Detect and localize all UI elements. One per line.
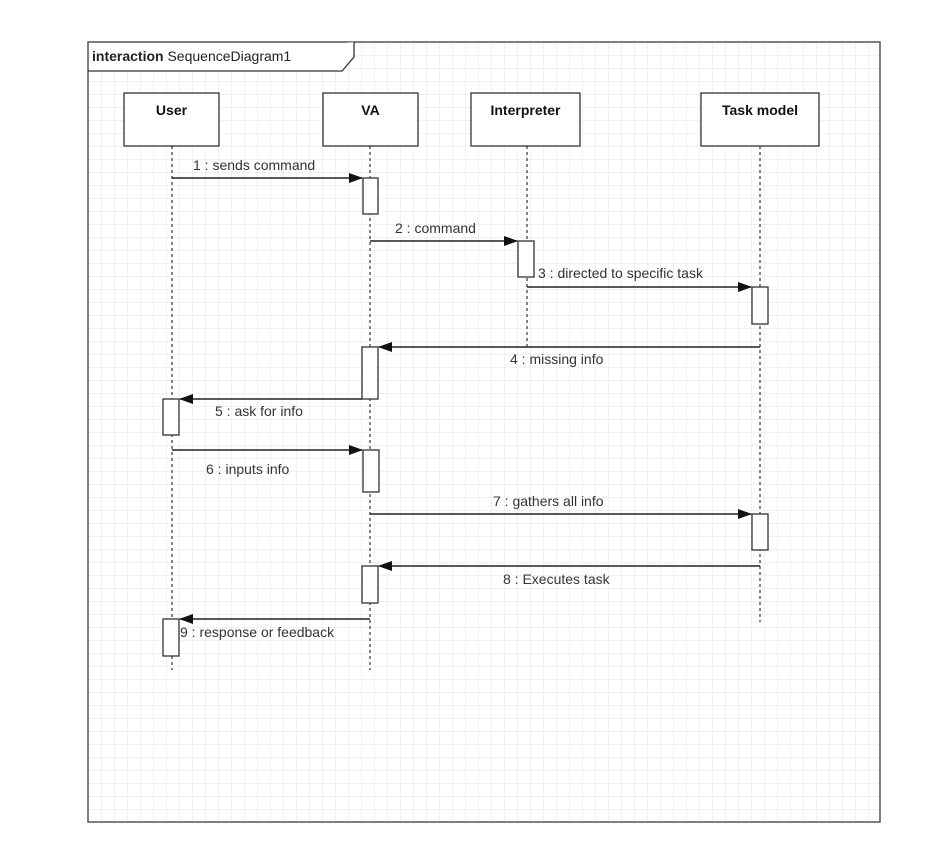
activation-task-model-2 [751, 513, 769, 551]
frame-name: SequenceDiagram1 [167, 48, 291, 64]
message-3[interactable]: 3 : directed to specific task [527, 265, 752, 292]
message-2[interactable]: 2 : command [370, 220, 518, 246]
activation-user-2 [162, 618, 180, 657]
message-5-label: 5 : ask for info [215, 403, 303, 419]
lifeline-interpreter[interactable]: Interpreter [470, 92, 581, 147]
lifeline-va[interactable]: VA [322, 92, 419, 147]
message-8-label: 8 : Executes task [503, 571, 611, 587]
activation-bars [162, 177, 769, 657]
interaction-frame: interaction SequenceDiagram1 [87, 41, 881, 823]
lifeline-user[interactable]: User [123, 92, 220, 147]
frame-label: interaction SequenceDiagram1 [92, 48, 291, 64]
message-1[interactable]: 1 : sends command [172, 157, 363, 183]
message-9-label: 9 : response or feedback [180, 624, 335, 640]
lifeline-va-label: VA [361, 102, 379, 118]
activation-task-model-1 [751, 286, 769, 325]
frame-keyword: interaction [92, 48, 164, 64]
lifeline-task-model-label: Task model [722, 102, 798, 118]
activation-user-1 [162, 398, 180, 436]
activation-interpreter-1 [517, 240, 535, 278]
message-6[interactable]: 6 : inputs info [172, 445, 363, 477]
activation-va-4 [361, 565, 379, 604]
canvas-grid [88, 42, 880, 822]
message-6-label: 6 : inputs info [206, 461, 289, 477]
lifeline-interpreter-label: Interpreter [490, 102, 561, 118]
message-7-label: 7 : gathers all info [493, 493, 604, 509]
lifeline-user-label: User [156, 102, 188, 118]
activation-va-2 [361, 346, 379, 400]
message-4-label: 4 : missing info [510, 351, 604, 367]
message-1-label: 1 : sends command [193, 157, 315, 173]
message-5[interactable]: 5 : ask for info [179, 394, 362, 419]
message-7[interactable]: 7 : gathers all info [370, 493, 752, 519]
message-8[interactable]: 8 : Executes task [378, 561, 760, 587]
message-2-label: 2 : command [395, 220, 476, 236]
message-9[interactable]: 9 : response or feedback [179, 614, 370, 640]
activation-va-3 [362, 449, 380, 493]
message-3-label: 3 : directed to specific task [538, 265, 704, 281]
message-4[interactable]: 4 : missing info [378, 342, 760, 367]
lifeline-task-model[interactable]: Task model [700, 92, 820, 147]
activation-va-1 [362, 177, 379, 215]
